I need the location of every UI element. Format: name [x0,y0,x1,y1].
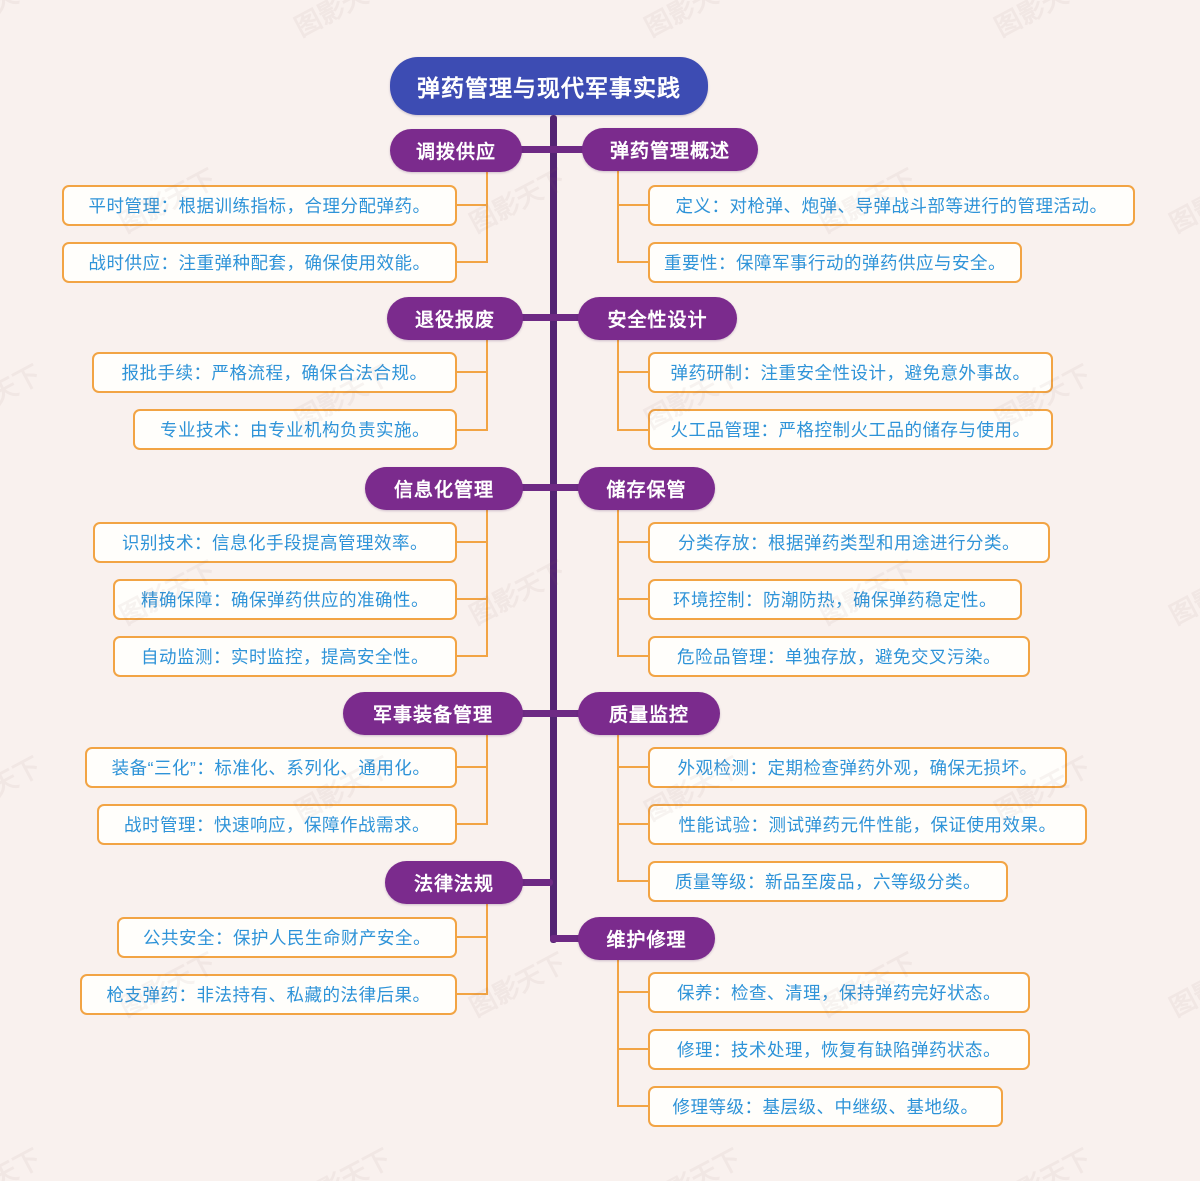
connector-stub [457,655,486,657]
connector-stub [457,993,486,995]
watermark-text: 图影天下 [1164,163,1200,239]
branch-connector-row3 [500,484,600,491]
leaf-node[interactable]: 战时供应：注重弹种配套，确保使用效能。 [62,242,457,283]
leaf-node[interactable]: 保养：检查、清理，保持弹药完好状态。 [648,972,1030,1013]
branch-node-tuiyi-baofei[interactable]: 退役报废 [387,297,523,340]
connector-stub [457,598,486,600]
connector-stub [457,936,486,938]
watermark-text: 图影天下 [0,1143,46,1181]
leaf-node[interactable]: 危险品管理：单独存放，避免交叉污染。 [648,636,1030,677]
watermark-text: 图影天下 [464,947,571,1023]
leaf-node[interactable]: 战时管理：快速响应，保障作战需求。 [97,804,457,845]
leaf-node[interactable]: 质量等级：新品至废品，六等级分类。 [648,861,1008,902]
watermark-text: 图影天下 [1164,947,1200,1023]
watermark-text: 图影天下 [1164,555,1200,631]
watermark-text: 图影天下 [289,1143,396,1181]
watermark-text: 图影天下 [0,359,46,435]
branch-node-falv-fagui[interactable]: 法律法规 [385,861,523,904]
branch-connector-row2 [500,314,600,321]
connector-stub [617,371,648,373]
connector-stub [457,204,486,206]
connector-stub [617,598,648,600]
root-node[interactable]: 弹药管理与现代军事实践 [390,57,708,115]
leaf-node[interactable]: 公共安全：保护人民生命财产安全。 [117,917,457,958]
connector-drop-chucun [617,510,619,657]
connector-stub [617,204,648,206]
leaf-node[interactable]: 报批手续：严格流程，确保合法合规。 [92,352,457,393]
leaf-node[interactable]: 分类存放：根据弹药类型和用途进行分类。 [648,522,1050,563]
branch-node-weihu-xiuli[interactable]: 维护修理 [578,917,715,960]
connector-stub [457,371,486,373]
branch-node-diaobo-gongying[interactable]: 调拨供应 [390,129,522,172]
connector-drop-gaishu [617,171,619,263]
connector-drop-junshi [486,735,488,825]
branch-connector-row6-right [550,935,600,942]
trunk-line [550,115,557,943]
leaf-node[interactable]: 平时管理：根据训练指标，合理分配弹药。 [62,185,457,226]
branch-node-anquanxing-sheji[interactable]: 安全性设计 [578,297,737,340]
branch-node-junshi-zhuangbei[interactable]: 军事装备管理 [343,692,523,735]
connector-stub [457,261,486,263]
branch-node-xinxihua-guanli[interactable]: 信息化管理 [365,467,523,510]
leaf-node[interactable]: 修理：技术处理，恢复有缺陷弹药状态。 [648,1029,1030,1070]
connector-stub [617,1048,648,1050]
watermark-text: 图影天下 [989,0,1096,43]
connector-stub [617,429,648,431]
branch-node-zhiliang-jiankong[interactable]: 质量监控 [578,692,720,735]
leaf-node[interactable]: 弹药研制：注重安全性设计，避免意外事故。 [648,352,1053,393]
watermark-text: 图影天下 [0,751,46,827]
leaf-node[interactable]: 精确保障：确保弹药供应的准确性。 [113,579,457,620]
leaf-node[interactable]: 装备“三化”：标准化、系列化、通用化。 [85,747,457,788]
branch-connector-row5-left [500,879,553,886]
leaf-node[interactable]: 重要性：保障军事行动的弹药供应与安全。 [648,242,1022,283]
branch-connector-row1 [500,146,600,153]
watermark-text: 图影天下 [0,0,46,43]
connector-drop-tuiyi [486,339,488,431]
leaf-node[interactable]: 专业技术：由专业机构负责实施。 [133,409,457,450]
watermark-text: 图影天下 [639,1143,746,1181]
leaf-node[interactable]: 性能试验：测试弹药元件性能，保证使用效果。 [648,804,1087,845]
connector-stub [457,766,486,768]
connector-stub [617,261,648,263]
leaf-node[interactable]: 外观检测：定期检查弹药外观，确保无损坏。 [648,747,1067,788]
connector-stub [617,823,648,825]
leaf-node[interactable]: 火工品管理：严格控制火工品的储存与使用。 [648,409,1053,450]
leaf-node[interactable]: 环境控制：防潮防热，确保弹药稳定性。 [648,579,1022,620]
connector-drop-falv [486,904,488,995]
watermark-text: 图影天下 [639,0,746,43]
connector-drop-diaobo [486,171,488,263]
connector-drop-zhiliang [617,735,619,882]
branch-node-chucun-baoguan[interactable]: 储存保管 [578,467,715,510]
leaf-node[interactable]: 修理等级：基层级、中继级、基地级。 [648,1086,1003,1127]
branch-node-guanli-gaishu[interactable]: 弹药管理概述 [582,128,758,171]
connector-stub [617,541,648,543]
connector-drop-xinxihua [486,509,488,657]
connector-stub [617,880,648,882]
leaf-node[interactable]: 自动监测：实时监控，提高安全性。 [113,636,457,677]
branch-connector-row4 [500,710,600,717]
watermark-text: 图影天下 [289,0,396,43]
connector-stub [457,541,486,543]
connector-stub [457,823,486,825]
connector-stub [457,429,486,431]
watermark-text: 图影天下 [989,1143,1096,1181]
connector-stub [617,766,648,768]
connector-stub [617,991,648,993]
connector-drop-anquan [617,340,619,431]
connector-stub [617,1105,648,1107]
connector-stub [617,655,648,657]
leaf-node[interactable]: 识别技术：信息化手段提高管理效率。 [93,522,457,563]
connector-drop-weihu [617,960,619,1107]
leaf-node[interactable]: 定义：对枪弹、炮弹、导弹战斗部等进行的管理活动。 [648,185,1135,226]
leaf-node[interactable]: 枪支弹药：非法持有、私藏的法律后果。 [80,974,457,1015]
